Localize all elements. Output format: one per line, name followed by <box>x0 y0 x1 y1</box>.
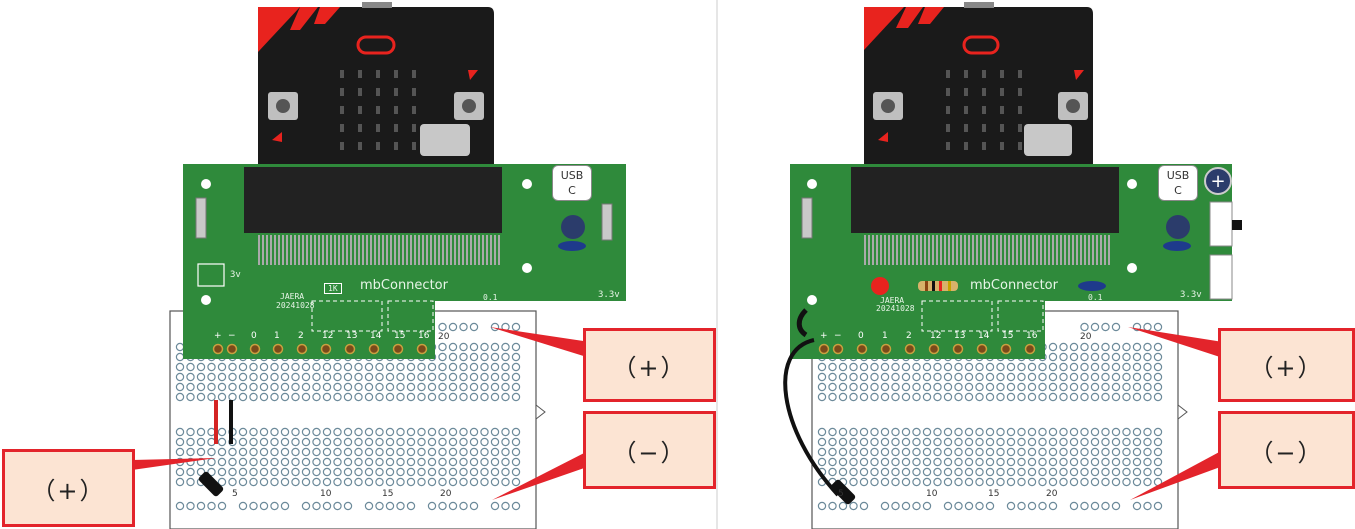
capacitor <box>561 215 585 239</box>
resistor <box>918 281 958 291</box>
pin-label: 0 <box>858 331 864 341</box>
pointer-plus-top <box>490 327 590 358</box>
resistor-label: 1K <box>324 283 342 294</box>
breadboard-col-number: 5 <box>838 489 844 499</box>
version-line1: JAERA <box>880 296 905 305</box>
pin-label: + <box>820 331 828 341</box>
black-jumper-wire <box>229 400 233 444</box>
board-title: mbConnector <box>970 278 1058 293</box>
callout-plus-left: （+） <box>2 449 135 527</box>
board-title: mbConnector <box>360 278 448 293</box>
screw-terminal <box>1204 167 1232 195</box>
left-illustration <box>132 2 626 529</box>
version-line1: JAERA <box>280 292 305 301</box>
callout-plus-top: （+） <box>1218 328 1355 402</box>
edge-connector-pins <box>864 235 1110 265</box>
edge-connector-socket <box>244 167 502 233</box>
pin-label: 15 <box>1002 331 1014 341</box>
pin-label: − <box>834 331 842 341</box>
pointer-plus-left <box>132 458 216 470</box>
breadboard-col-number: 20 <box>1046 489 1058 499</box>
pin-label: − <box>228 331 236 341</box>
pin-label: 2 <box>298 331 304 341</box>
callout-minus: （−） <box>583 411 716 489</box>
breadboard-col-20-top: 20 <box>438 332 450 342</box>
breadboard-col-number: 20 <box>440 489 452 499</box>
pin-label: 13 <box>346 331 358 341</box>
led-matrix <box>340 70 416 150</box>
pin-label: 16 <box>418 331 430 341</box>
battery-connector <box>1209 201 1233 247</box>
capacitor <box>1166 215 1190 239</box>
pin-label: 16 <box>1026 331 1038 341</box>
callout-plus-top: （+） <box>583 328 716 402</box>
pin-label: 1 <box>882 331 888 341</box>
breadboard-col-number: 15 <box>988 489 1000 499</box>
edge-connector-pins <box>258 235 500 265</box>
pin-label: 2 <box>906 331 912 341</box>
pin-label: 13 <box>954 331 966 341</box>
black-jumper-plug <box>198 471 224 497</box>
breadboard-col-number: 5 <box>232 489 238 499</box>
breadboard-col-number: 10 <box>926 489 938 499</box>
pointer-minus <box>1130 450 1223 500</box>
pointer-plus-top <box>1128 327 1223 358</box>
breadboard-col-number: 10 <box>320 489 332 499</box>
pin-label: 14 <box>978 331 990 341</box>
breadboard-col-number: 15 <box>382 489 394 499</box>
small-3v-label: 3v <box>230 270 241 280</box>
version-line2: 20241028 <box>276 301 315 310</box>
edge-connector-socket <box>851 167 1119 233</box>
led-matrix <box>946 70 1022 150</box>
svg-text:+: + <box>1210 171 1225 192</box>
microbit-chip <box>420 124 470 156</box>
pointer-minus <box>492 450 590 500</box>
black-jumper-wire <box>783 338 840 497</box>
pcb-pin-header <box>201 179 532 355</box>
red-jumper-wire <box>214 400 218 444</box>
breadboard-col-20-top: 20 <box>1080 332 1092 342</box>
pin-label: 0 <box>251 331 257 341</box>
cap-label: 0.1 <box>1088 293 1103 302</box>
pin-label: 1 <box>274 331 280 341</box>
version-line2: 20241028 <box>876 304 915 313</box>
voltage-label: 3.3v <box>1180 290 1202 300</box>
pin-label: 14 <box>370 331 382 341</box>
panel-divider <box>716 0 718 529</box>
pcb-pin-header <box>807 179 1137 355</box>
pin-label: 12 <box>322 331 334 341</box>
cap-label: 0.1 <box>483 293 498 302</box>
callout-minus: （−） <box>1218 411 1355 489</box>
breadboard-notch <box>535 403 546 421</box>
voltage-label: 3.3v <box>598 290 620 300</box>
pin-label: + <box>214 331 222 341</box>
pin-label: 15 <box>394 331 406 341</box>
microbit-red-corner <box>258 7 300 52</box>
microbit-logo <box>356 35 396 55</box>
pin-label: 12 <box>930 331 942 341</box>
red-led <box>871 277 889 295</box>
microbit-logo <box>962 35 1000 55</box>
right-illustration: + <box>783 2 1242 529</box>
